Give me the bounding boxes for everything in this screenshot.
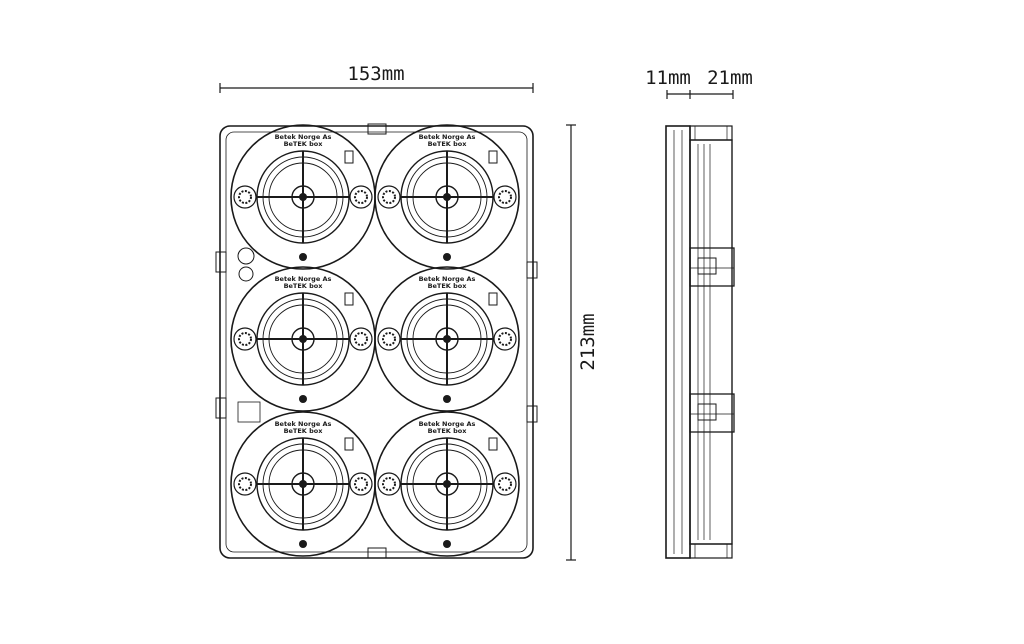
side-knockout <box>493 472 517 496</box>
screw-hole <box>299 395 307 403</box>
box-brand-line2: BeTEK box <box>428 427 468 435</box>
depth-back-label: 21mm <box>707 67 753 89</box>
width-dimension: 153mm <box>219 63 534 93</box>
screw-hole <box>443 395 451 403</box>
box-brand-line2: BeTEK box <box>284 427 324 435</box>
box-outer-ring <box>374 124 520 270</box>
side-view <box>665 125 735 559</box>
box-brand-line1: Betek Norge As <box>419 275 476 283</box>
side-knockout <box>377 185 401 209</box>
left-side-markings <box>237 247 261 423</box>
box-brand-line2: BeTEK box <box>284 140 324 148</box>
side-clip-lower <box>689 393 735 433</box>
ground-symbol <box>344 150 354 164</box>
screw-hole <box>443 540 451 548</box>
screw-hole <box>299 540 307 548</box>
side-knockout <box>349 472 373 496</box>
top-tab <box>367 123 387 135</box>
box-brand-line2: BeTEK box <box>428 140 468 148</box>
side-knockout <box>233 185 257 209</box>
box-brand-line1: Betek Norge As <box>275 420 332 428</box>
box-brand-line2: BeTEK box <box>284 282 324 290</box>
left-clips <box>215 251 227 419</box>
screw-hole <box>299 253 307 261</box>
side-knockout <box>349 185 373 209</box>
side-knockout <box>349 327 373 351</box>
box-brand-line1: Betek Norge As <box>419 133 476 141</box>
depth-dimension: 11mm 21mm <box>645 67 753 99</box>
side-knockout <box>493 327 517 351</box>
box-outer-ring <box>374 266 520 412</box>
ground-symbol <box>488 292 498 306</box>
box-outer-ring <box>374 411 520 557</box>
side-knockout <box>233 327 257 351</box>
height-dimension: 213mm <box>566 124 599 561</box>
box-brand-line2: BeTEK box <box>428 282 468 290</box>
screw-hole <box>443 253 451 261</box>
side-knockout <box>493 185 517 209</box>
side-knockout <box>377 327 401 351</box>
right-clips <box>526 261 538 423</box>
side-knockout <box>377 472 401 496</box>
bottom-tab <box>367 547 387 559</box>
box-brand-line1: Betek Norge As <box>275 275 332 283</box>
height-label: 213mm <box>577 313 599 370</box>
ground-symbol <box>344 437 354 451</box>
side-knockout <box>233 472 257 496</box>
ground-symbol <box>344 292 354 306</box>
box-brand-line1: Betek Norge As <box>419 420 476 428</box>
width-label: 153mm <box>347 63 404 85</box>
side-clip-upper <box>689 247 735 287</box>
side-front-plate <box>689 139 733 545</box>
box-brand-line1: Betek Norge As <box>275 133 332 141</box>
ground-symbol <box>488 437 498 451</box>
depth-front-label: 11mm <box>645 67 691 89</box>
ground-symbol <box>488 150 498 164</box>
side-back-plate <box>665 125 691 559</box>
